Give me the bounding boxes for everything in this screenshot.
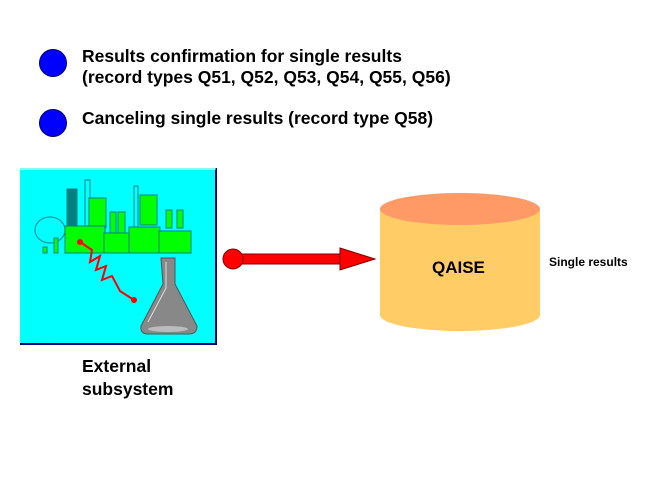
database-cylinder-icon [380,193,540,331]
bullet-icon [39,109,67,137]
signal-zigzag-icon [77,239,137,303]
factory-icon [34,179,192,254]
bullet-icon [39,49,67,77]
bullet-line: Canceling single results (record type Q5… [82,108,434,128]
flow-arrow [222,247,377,271]
bullet-line: Results confirmation for single results [82,46,402,66]
external-subsystem-label: External subsystem [82,355,173,401]
database-caption: Single results [549,255,628,269]
bullet-line: (record types Q51, Q52, Q53, Q54, Q55, Q… [82,67,451,87]
bullet-text-results-confirmation: Results confirmation for single results … [82,46,451,88]
flask-icon [140,257,198,335]
label-line: subsystem [82,379,174,399]
label-line: External [82,356,152,376]
database-name: QAISE [432,258,485,277]
bullet-text-canceling: Canceling single results (record type Q5… [82,108,433,129]
